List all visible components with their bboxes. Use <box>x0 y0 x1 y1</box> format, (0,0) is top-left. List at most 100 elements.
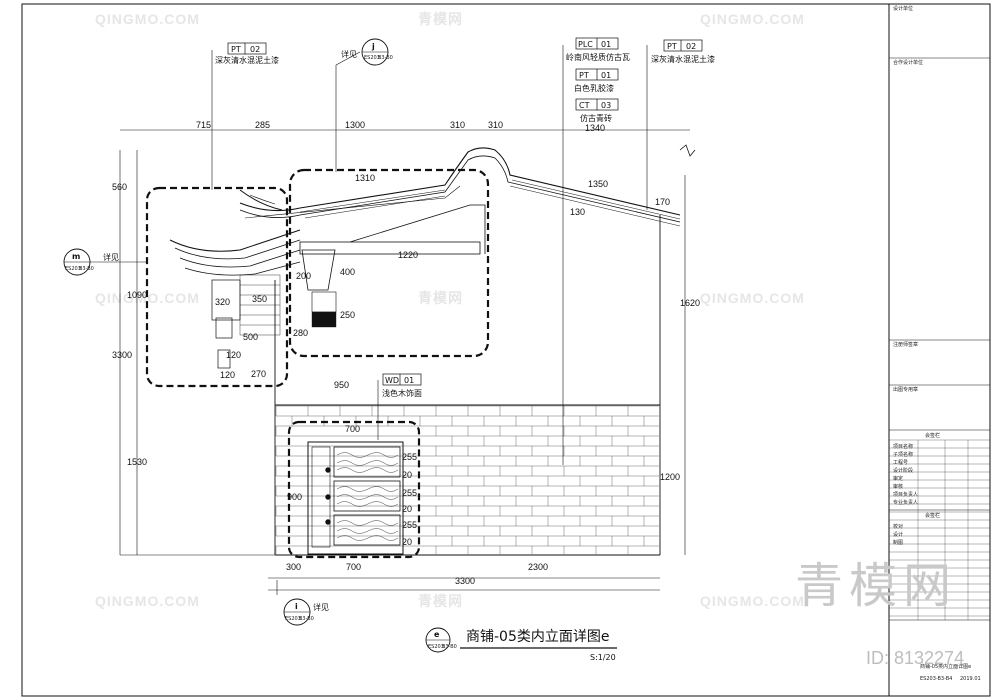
brick-wall <box>275 405 659 554</box>
tag-description: 白色乳胶漆 <box>574 83 614 93</box>
dim-label: 270 <box>251 369 266 379</box>
dimension-labels: 715 285 1300 310 310 1340 1310 1350 130 … <box>112 120 700 586</box>
tb-field: 专业负责人 <box>893 499 918 506</box>
leader-lines <box>211 45 648 595</box>
title-callout-ref: ES203 <box>428 644 444 650</box>
watermark-text: QINGMO.COM <box>700 11 805 27</box>
tb-label: 会签栏 <box>925 432 940 439</box>
callout-ref: ES203 <box>285 616 301 622</box>
dim-label: 2300 <box>528 562 548 572</box>
material-tag-pt02-right: PT 02 深灰清水混泥土漆 <box>651 39 715 64</box>
dim-label: 255 <box>402 488 417 498</box>
dim-label: 3300 <box>112 350 132 360</box>
tb-drawing-name: 商铺-05类内立面详图e <box>920 663 971 670</box>
callout-j: j ES203 B3-B0 详见 <box>341 38 393 66</box>
tag-code: WD <box>385 376 399 385</box>
tag-number: 01 <box>404 376 414 385</box>
watermark-text: QINGMO.COM <box>95 11 200 27</box>
callout-note: 详见 <box>313 602 329 612</box>
material-tag-wd01: WD 01 浅色木饰面 <box>382 373 422 398</box>
dim-label: 500 <box>243 332 258 342</box>
tag-number: 02 <box>686 42 696 51</box>
tag-description: 浅色木饰面 <box>382 388 422 398</box>
tb-field: 设计阶段 <box>893 467 913 474</box>
dim-label: 200 <box>296 271 311 281</box>
dim-label: 900 <box>287 492 302 502</box>
tag-number: 03 <box>601 101 611 110</box>
dim-label: 700 <box>346 562 361 572</box>
material-tag-ct03: CT 03 仿古青砖 <box>575 98 619 123</box>
watermark-text: QINGMO.COM <box>95 290 200 306</box>
material-tag-pt01: PT 01 白色乳胶漆 <box>574 68 619 93</box>
dim-label: 1200 <box>660 472 680 482</box>
watermark-id: ID: 8132274 <box>866 648 964 668</box>
dim-label: 120 <box>226 350 241 360</box>
roof <box>169 147 681 369</box>
wall <box>274 215 661 556</box>
break-mark <box>679 144 696 157</box>
dim-label: 285 <box>255 120 270 130</box>
watermark-text: 青模网 <box>418 11 463 27</box>
dimension-lines <box>119 129 690 591</box>
dim-label: 1350 <box>588 179 608 189</box>
drawing-title: 商铺-05类内立面详图e <box>466 629 609 645</box>
watermark-text: 青模网 <box>418 290 463 306</box>
callout-sub: B3-B0 <box>79 266 94 272</box>
dim-label: 400 <box>340 267 355 277</box>
callout-letter: j <box>371 42 375 51</box>
tb-field: 审定 <box>893 475 903 482</box>
tag-description: 深灰清水混泥土漆 <box>215 55 279 65</box>
watermark-text: QINGMO.COM <box>95 593 200 609</box>
tag-code: PLC <box>578 40 593 49</box>
tb-field: 制图 <box>893 539 903 546</box>
tb-field: 设计 <box>893 531 903 538</box>
watermark-text: QINGMO.COM <box>700 290 805 306</box>
dim-label: 1530 <box>127 457 147 467</box>
tb-label: 会签栏 <box>925 512 940 519</box>
callout-note: 详见 <box>103 252 119 262</box>
dim-label: 1300 <box>345 120 365 130</box>
tb-field: 校对 <box>893 523 903 530</box>
tb-field: 子项名称 <box>893 451 913 458</box>
callout-i: i ES203 B3-B0 详见 <box>283 598 329 626</box>
dim-label: 1090 <box>127 290 147 300</box>
callout-ref: ES203 <box>364 55 380 61</box>
dim-label: 255 <box>402 452 417 462</box>
tag-number: 02 <box>250 45 260 54</box>
dim-label: 280 <box>293 328 308 338</box>
callout-ref: ES203 <box>65 266 81 272</box>
dim-label: 120 <box>220 370 235 380</box>
watermark-text: QINGMO.COM <box>700 593 805 609</box>
tag-code: PT <box>667 42 677 51</box>
dim-label: 310 <box>450 120 465 130</box>
title-block <box>888 3 991 697</box>
dim-label: 300 <box>286 562 301 572</box>
dim-label: 170 <box>655 197 670 207</box>
dim-label: 20 <box>402 537 412 547</box>
tb-field: 项目负责人 <box>893 491 918 498</box>
dim-label: 20 <box>402 504 412 514</box>
drawing-title-block: e ES203 B3-B0 商铺-05类内立面详图e S:1/20 <box>425 627 617 662</box>
dim-label: 700 <box>345 424 360 434</box>
dim-label: 560 <box>112 182 127 192</box>
dim-label: 1620 <box>680 298 700 308</box>
dim-label: 350 <box>252 294 267 304</box>
dim-label: 130 <box>570 207 585 217</box>
title-block-labels: 设计单位 合作设计单位 注册师签章 出图专用章 会签栏 会签栏 项目名称 子项名… <box>893 5 981 682</box>
tb-label: 出图专用章 <box>893 386 918 393</box>
dim-label: 3300 <box>455 576 475 586</box>
tag-code: PT <box>231 45 241 54</box>
callout-sub: B3-B0 <box>378 55 393 61</box>
tag-description: 深灰清水混泥土漆 <box>651 54 715 64</box>
dim-label: 950 <box>334 380 349 390</box>
dim-label: 310 <box>488 120 503 130</box>
callout-letter: m <box>72 252 80 261</box>
material-tag-pt02-left: PT 02 深灰清水混泥土漆 <box>215 42 279 65</box>
dim-label: 255 <box>402 520 417 530</box>
watermark-logo: 青模网 <box>795 558 957 614</box>
material-tag-plc01: PLC 01 岭南风轻质仿古瓦 <box>566 37 630 62</box>
tag-number: 01 <box>601 71 611 80</box>
tb-field: 审核 <box>893 483 903 490</box>
dim-label: 1340 <box>585 123 605 133</box>
